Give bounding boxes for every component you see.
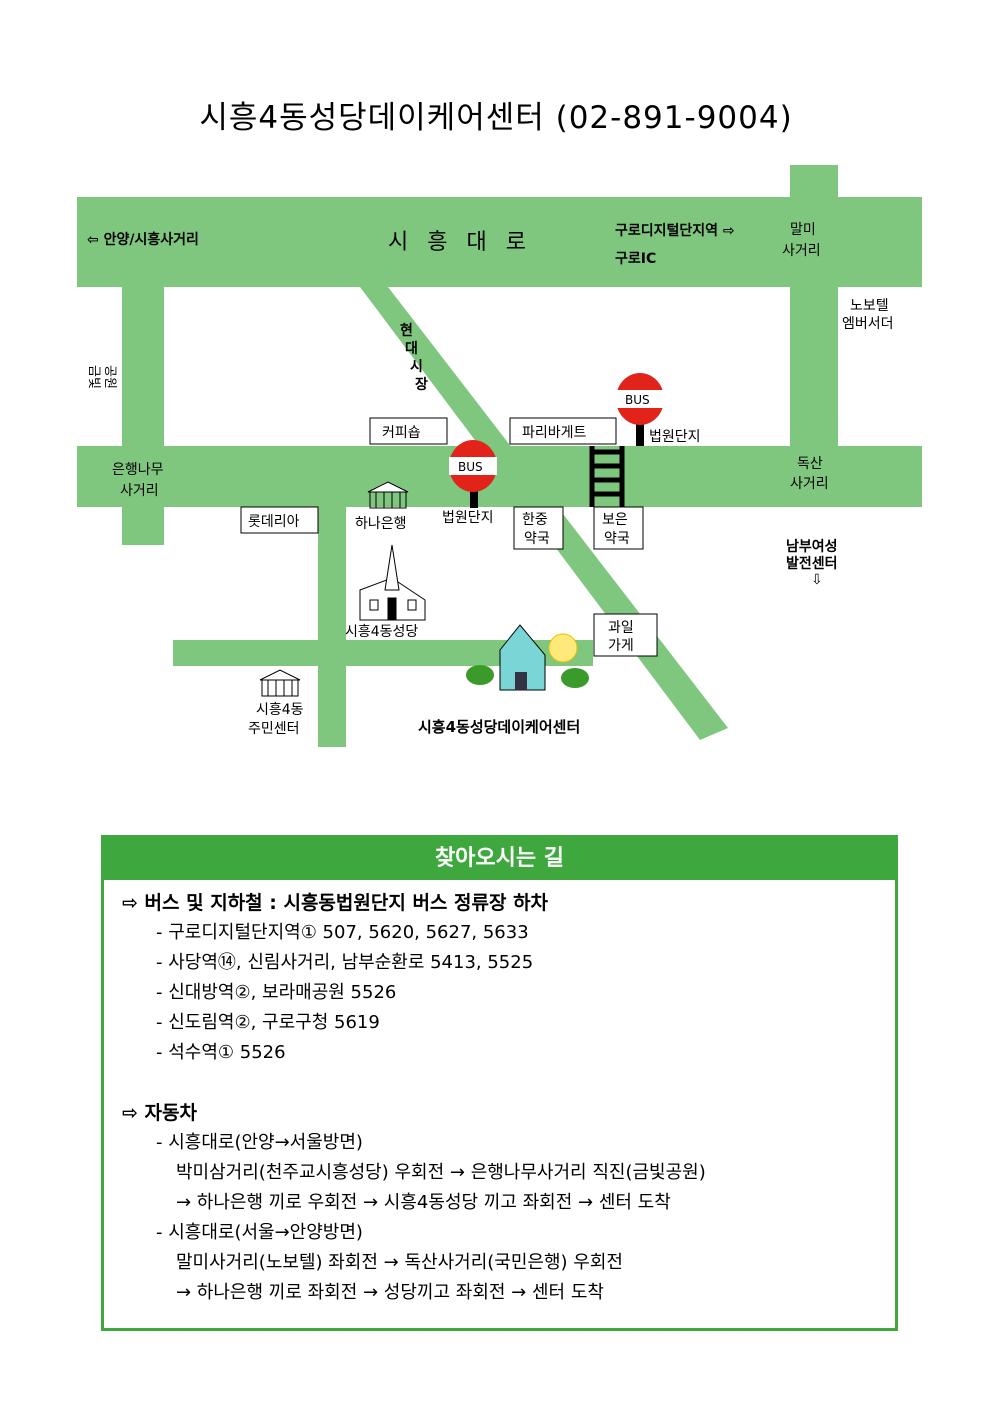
label-eunhaeng: 은행나무 — [112, 462, 164, 478]
label-fruit-shop-2: 가게 — [608, 638, 634, 654]
location-map: ⇦ 안양/시흥사거리 시 흥 대 로 구로디지털단지역 ⇨ 구로IC 말미 사거… — [77, 165, 922, 747]
label-church: 시흥4동성당 — [345, 624, 418, 640]
bus-route: - 석수역① 5526 — [156, 1042, 286, 1063]
label-market-3: 시 — [410, 359, 423, 375]
bus-route: - 신도림역②, 구로구청 5619 — [156, 1012, 380, 1033]
label-eunhaeng-2: 사거리 — [120, 483, 159, 499]
bank-icon — [259, 669, 301, 697]
label-lotteria: 롯데리아 — [248, 514, 300, 530]
directions-heading: 찾아오시는 길 — [104, 838, 895, 880]
label-bus-stop-1: 법원단지 — [649, 429, 701, 445]
road-lower-vertical — [318, 507, 346, 747]
bank-icon — [367, 481, 409, 509]
car-route-line: 박미삼거리(천주교시흥성당) 우회전 → 은행나무사거리 직진(금빛공원) — [176, 1162, 706, 1183]
car-route-line: → 하나은행 끼로 우회전 → 시흥4동성당 끼고 좌회전 → 센터 도착 — [176, 1192, 671, 1213]
daycare-house-icon — [466, 624, 589, 691]
bus-route: - 구로디지털단지역① 507, 5620, 5627, 5633 — [156, 922, 529, 943]
bus-stop-icon: BUS — [616, 373, 664, 446]
bus-label: BUS — [625, 393, 650, 407]
car-section-title: ⇨ 자동차 — [122, 1102, 197, 1124]
label-market-2: 대 — [405, 341, 418, 357]
directions-box: 찾아오시는 길 ⇨ 버스 및 지하철 : 시흥동법원단지 버스 정류장 하차 -… — [101, 835, 898, 1331]
label-geumbit: 금빛 — [86, 365, 101, 389]
bus-route: - 사당역⑭, 신림사거리, 남부순환로 5413, 5525 — [156, 952, 534, 973]
label-to-anyang: ⇦ 안양/시흥사거리 — [87, 231, 199, 248]
label-geumbit-2: 공원 — [102, 365, 117, 389]
bus-route: - 신대방역②, 보라매공원 5526 — [156, 982, 397, 1003]
label-novotel-2: 엠버서더 — [842, 316, 894, 332]
label-community-center: 시흥4동 — [256, 702, 304, 718]
label-to-guro-digital: 구로디지털단지역 ⇨ — [615, 222, 735, 239]
label-daycare-center: 시흥4동성당데이케어센터 — [418, 718, 580, 736]
bus-section-title: ⇨ 버스 및 지하철 : 시흥동법원단지 버스 정류장 하차 — [122, 892, 549, 914]
label-nambu: 남부여성 — [786, 538, 838, 555]
label-hanjung: 한중 — [522, 512, 548, 528]
label-nambu-2: 발전센터 — [786, 555, 838, 572]
crosswalk-icon — [589, 446, 625, 507]
bus-stop-icon: BUS — [449, 440, 497, 508]
label-doksan-2: 사거리 — [790, 476, 829, 492]
label-paris-baguette: 파리바게트 — [522, 425, 587, 441]
label-market: 현 대 시 장 — [400, 323, 428, 393]
label-main-road: 시 흥 대 로 — [388, 230, 532, 255]
car-route-line: 말미사거리(노보텔) 좌회전 → 독산사거리(국민은행) 우회전 — [176, 1252, 623, 1273]
car-route-title: - 시흥대로(안양→서울방면) — [156, 1132, 363, 1153]
label-hana-bank: 하나은행 — [355, 516, 407, 532]
road-siheung-daero — [77, 197, 922, 287]
label-market-1: 현 — [400, 323, 413, 339]
label-community-center-2: 주민센터 — [248, 721, 300, 737]
label-boeun-2: 약국 — [604, 531, 630, 547]
page-title: 시흥4동성당데이케어센터 (02-891-9004) — [199, 100, 793, 136]
church-icon — [359, 544, 426, 621]
label-boeun: 보은 — [602, 512, 628, 528]
arrow-down-icon: ⇩ — [811, 572, 823, 588]
label-malmi: 말미 — [790, 222, 816, 238]
bus-label: BUS — [458, 460, 483, 474]
label-malmi-2: 사거리 — [782, 243, 821, 259]
label-coffee-shop: 커피숍 — [382, 425, 421, 441]
label-novotel: 노보텔 — [850, 298, 889, 314]
label-guro-ic: 구로IC — [615, 251, 656, 267]
car-route-title: - 시흥대로(서울→안양방면) — [156, 1222, 363, 1243]
car-route-line: → 하나은행 끼로 좌회전 → 성당끼고 좌회전 → 센터 도착 — [176, 1282, 604, 1303]
label-bus-stop-2: 법원단지 — [442, 510, 494, 526]
label-hanjung-2: 약국 — [524, 531, 550, 547]
label-doksan: 독산 — [797, 456, 823, 472]
label-market-4: 장 — [415, 376, 428, 393]
label-fruit-shop: 과일 — [608, 620, 634, 636]
